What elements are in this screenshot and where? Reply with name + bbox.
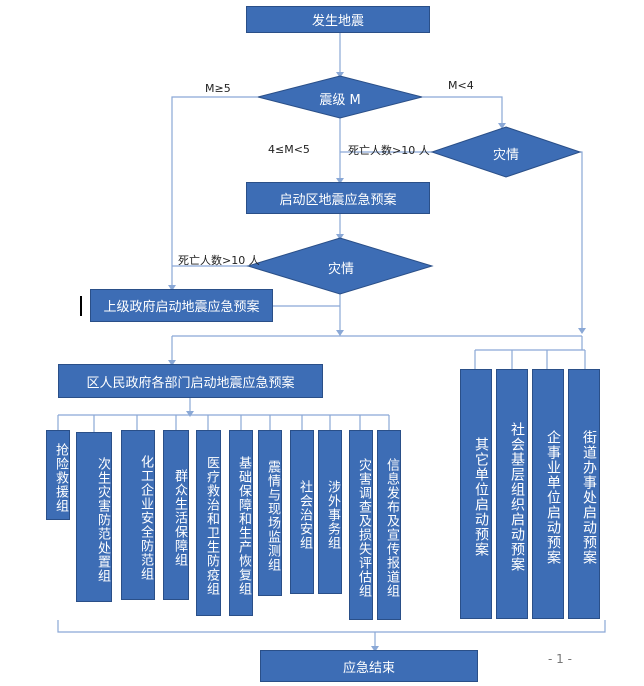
upper-plan-node: 上级政府启动地震应急预案 (90, 289, 273, 322)
group-box: 灾害调查及损失评估组 (349, 430, 373, 620)
group-box: 群众生活保障组 (163, 430, 189, 600)
disaster-right-diamond (430, 126, 582, 178)
unit-box: 企事业单位启动预案 (532, 369, 564, 619)
edge-label-deaths-right: 死亡人数>10 人 (348, 144, 430, 157)
group-box: 社会治安组 (290, 430, 314, 594)
unit-box: 街道办事处启动预案 (568, 369, 600, 619)
edge-label-m-ge-5: M≥5 (205, 82, 231, 95)
group-box: 震情与现场监测组 (258, 430, 282, 596)
group-box: 基础保障和生产恢复组 (229, 430, 253, 616)
disaster-right-label: 灾情 (492, 148, 519, 163)
edge-label-m-lt-4: M<4 (448, 79, 474, 92)
magnitude-diamond (257, 75, 423, 119)
page-number: - 1 - (548, 652, 572, 666)
disaster-mid-label: 灾情 (327, 262, 354, 277)
group-box: 涉外事务组 (318, 430, 342, 594)
group-box: 医疗救治和卫生防疫组 (196, 430, 221, 616)
text-cursor (80, 296, 82, 316)
group-box: 抢险救援组 (46, 430, 70, 520)
group-box: 次生灾害防范处置组 (76, 432, 112, 602)
unit-box: 其它单位启动预案 (460, 369, 492, 619)
district-depts-node: 区人民政府各部门启动地震应急预案 (58, 364, 323, 398)
group-box: 信息发布及宣传报道组 (377, 430, 401, 620)
district-plan-node: 启动区地震应急预案 (246, 182, 430, 214)
disaster-mid-diamond (246, 237, 434, 295)
edge-label-deaths-mid: 死亡人数>10 人 (178, 254, 260, 267)
magnitude-label: 震级 M (319, 93, 361, 108)
start-node: 发生地震 (246, 6, 430, 33)
unit-box: 社会基层组织启动预案 (496, 369, 528, 619)
edge-label-m-4-5: 4≤M<5 (268, 143, 310, 156)
end-node: 应急结束 (260, 650, 478, 682)
group-box: 化工企业安全防范组 (121, 430, 155, 600)
